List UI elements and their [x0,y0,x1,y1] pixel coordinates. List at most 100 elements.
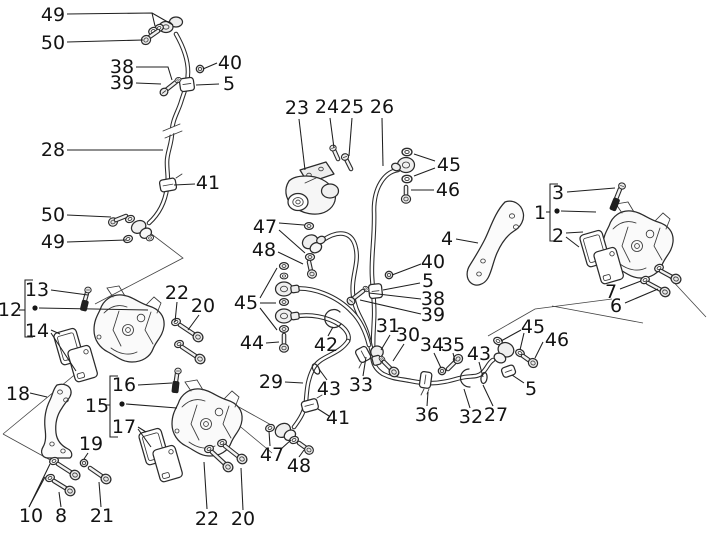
callout-bullet [32,305,38,311]
part-number-label: 49 [41,231,65,253]
leader-line [137,426,147,433]
bolt-head [306,268,318,280]
leader-line [348,117,353,157]
pipe-clamp [354,345,372,364]
part-number-label: 36 [415,404,439,426]
part-number-label: 50 [41,32,65,54]
part-number-label: 35 [441,334,465,356]
front-caliper-assembly-upper [52,285,208,384]
leader-line [381,117,384,167]
part-number-label: 1 [534,202,546,224]
leader-line [500,329,522,342]
hose-clip [178,76,196,93]
callout-bracket [24,279,33,338]
leader-line [426,391,429,407]
leader-line [391,263,422,276]
leader-line [137,382,173,386]
part-number-label: 47 [260,444,284,466]
leader-line [66,239,127,243]
part-number-label: 44 [240,332,264,354]
screw-head [84,286,92,294]
washer [278,324,290,334]
leader-line [278,222,305,226]
washer [263,422,277,434]
leader-line [380,334,391,351]
part-number-label: 15 [85,395,109,417]
leader-line [98,481,102,508]
part-number-label: 4 [441,228,453,250]
leader-line [195,83,220,86]
part-number-label: 21 [90,505,114,527]
c-clip [324,308,342,329]
leader-line [534,341,544,359]
washer [278,261,290,271]
leader-line [136,66,173,81]
leader-line [560,210,597,213]
leader-line [413,153,436,162]
part-number-label: 39 [110,72,134,94]
leader-line [482,384,494,407]
hose-grommet [311,363,321,375]
part-number-label: 46 [436,179,460,201]
leader-line [478,361,484,378]
clip-nut [195,64,205,74]
brake-pump [285,143,354,215]
leader-line [240,467,244,511]
leader-line [66,12,156,27]
leader-line [298,118,306,171]
part-number-label: 23 [285,97,309,119]
washer [304,252,316,262]
rear-caliper-assembly [578,181,684,300]
leader-line [151,12,174,26]
leader-line [317,408,330,417]
callout-bullet [119,401,125,407]
washer [303,221,315,231]
leader-line [277,251,304,265]
part-number-label: 14 [25,320,49,342]
support-bracket [466,200,525,286]
part-number-label: 13 [25,279,49,301]
washer [401,174,413,184]
leader-line [318,368,328,381]
callout-bullet [554,208,560,214]
part-number-label: 34 [420,334,444,356]
leader-line [280,439,292,450]
part-number-label: 12 [0,299,22,321]
part-number-label: 3 [552,182,564,204]
leader-line [50,329,61,335]
leader-line [29,392,48,398]
part-number-label: 48 [252,239,276,261]
part-number-label: 17 [112,416,136,438]
hose-break-mark [162,123,183,139]
leader-line [359,299,422,315]
part-number-label: 5 [223,73,235,95]
part-number-label: 31 [376,315,400,337]
washer [278,297,290,307]
leader-line [362,356,367,377]
leader-line [66,39,144,43]
part-number-label: 45 [521,316,545,338]
part-number-label: 32 [459,406,483,428]
part-number-label: 25 [340,96,364,118]
leader-line [265,341,280,344]
part-number-label: 7 [605,281,617,303]
part-number-label: 29 [259,371,283,393]
part-number-label: 43 [317,378,341,400]
part-number-label: 39 [421,304,445,326]
part-number-label: 28 [41,139,65,161]
part-number-label: 20 [231,508,255,530]
pipe-clamp [418,371,433,389]
leader-line [278,229,306,254]
leader-line [58,491,62,508]
brake-caliper [171,379,243,457]
hose-grommet [480,371,488,385]
leader-line [187,314,200,331]
leader-line [203,461,208,510]
part-number-label: 10 [19,505,43,527]
part-number-label: 40 [218,52,242,74]
part-number-label: 38 [110,56,134,78]
part-number-label: 18 [6,383,30,405]
right-banjo-fitting [491,335,540,378]
leader-line [463,388,471,409]
